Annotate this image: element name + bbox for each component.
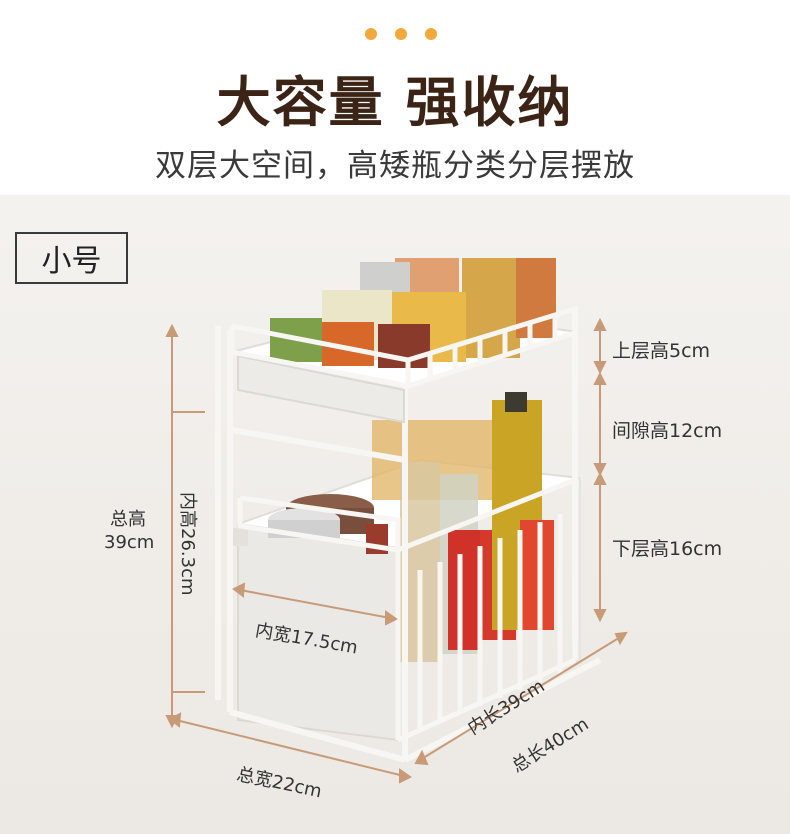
total-height-label: 总高 <box>110 509 146 530</box>
dot-icon <box>425 28 437 40</box>
top-tier-rails <box>229 305 579 390</box>
total-height-value: 39cm <box>104 532 155 553</box>
size-tag: 小号 <box>15 232 128 284</box>
header-banner: 大容量 强收纳 双层大空间，高矮瓶分类分层摆放 <box>0 0 790 195</box>
decorative-dots <box>365 28 437 40</box>
gap-height-label: 间隙高12cm <box>612 420 723 442</box>
dot-icon <box>395 28 407 40</box>
dot-icon <box>365 28 377 40</box>
top-layer-height-label: 上层高5cm <box>612 340 711 362</box>
page-title: 大容量 强收纳 <box>216 71 574 134</box>
page-subtitle: 双层大空间，高矮瓶分类分层摆放 <box>155 148 635 184</box>
bottom-layer-height-label: 下层高16cm <box>612 538 723 560</box>
inner-height-label: 内高26.3cm <box>176 492 202 596</box>
measurement-lines <box>165 317 628 784</box>
